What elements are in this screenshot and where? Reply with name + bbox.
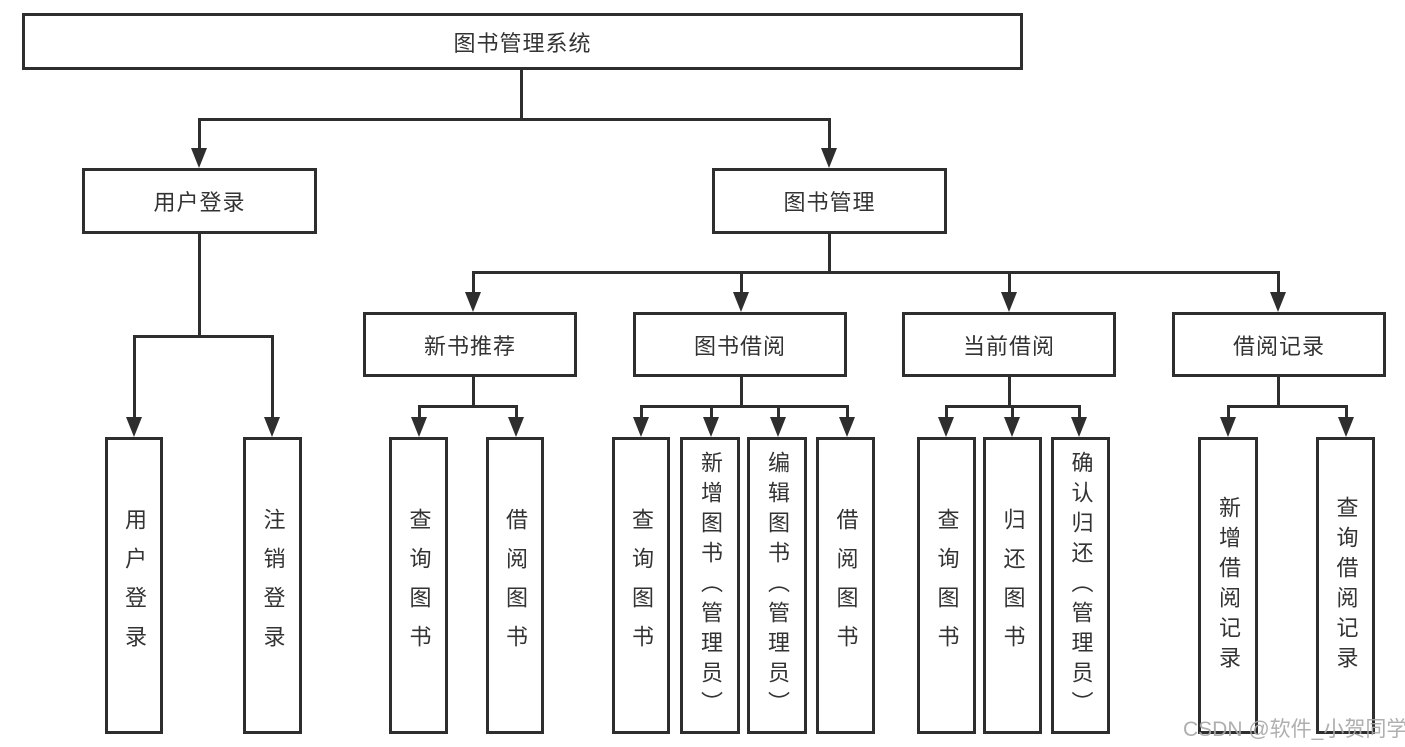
edge-rec-query-drop xyxy=(417,405,421,421)
leaf-cb-return-books: 归还图书 xyxy=(983,437,1042,734)
edge-user-login-bus xyxy=(132,335,274,338)
edge-new-book-rec-stem xyxy=(471,377,475,408)
edge-current-borrow-stem xyxy=(1007,377,1011,408)
leaf-rec-borrow-books: 借阅图书 xyxy=(486,437,544,734)
node-book-management-label: 图书管理 xyxy=(783,190,876,215)
edge-book-borrow-bus xyxy=(639,405,849,408)
leaf-logout-label: 注销登录 xyxy=(260,507,286,664)
edge-level3-bus xyxy=(471,271,1280,274)
edge-bb-edit-drop xyxy=(776,405,780,421)
arrowhead-leaf-user-login xyxy=(126,417,142,437)
arrowhead-rec-query xyxy=(411,417,427,437)
leaf-br-add-record-label: 新增借阅记录 xyxy=(1216,495,1241,676)
node-new-book-rec: 新书推荐 xyxy=(363,312,577,377)
leaf-br-query-record-label: 查询借阅记录 xyxy=(1333,495,1359,676)
leaf-user-login-label: 用户登录 xyxy=(122,507,147,664)
edge-new-book-rec-drop xyxy=(471,271,475,296)
edge-leaf-user-login-drop xyxy=(132,335,136,421)
arrowhead-rec-borrow xyxy=(508,417,524,437)
leaf-br-add-record: 新增借阅记录 xyxy=(1198,437,1258,734)
leaf-cb-confirm-return-label: 确认归还（管理员） xyxy=(1068,450,1094,721)
arrowhead-bb-edit xyxy=(770,417,786,437)
edge-book-borrow-drop xyxy=(739,271,743,296)
node-root: 图书管理系统 xyxy=(22,13,1023,70)
leaf-bb-borrow-books-label: 借阅图书 xyxy=(833,507,859,664)
arrowhead-cb-return xyxy=(1004,417,1020,437)
edge-br-query-drop xyxy=(1344,405,1348,421)
edge-cb-return-drop xyxy=(1010,405,1014,421)
edge-br-add-drop xyxy=(1226,405,1230,421)
node-book-borrow-label: 图书借阅 xyxy=(693,333,786,359)
node-borrow-records: 借阅记录 xyxy=(1172,312,1386,377)
leaf-br-query-record: 查询借阅记录 xyxy=(1316,437,1375,734)
leaf-bb-add-books-label: 新增图书（管理员） xyxy=(698,450,723,721)
leaf-bb-edit-books: 编辑图书（管理员） xyxy=(747,437,807,734)
edge-leaf-logout-drop xyxy=(270,335,274,421)
leaf-cb-confirm-return: 确认归还（管理员） xyxy=(1051,437,1110,734)
leaf-logout: 注销登录 xyxy=(243,437,302,734)
edge-borrow-records-drop xyxy=(1276,271,1280,296)
arrowhead-book-borrow xyxy=(733,292,749,312)
node-root-label: 图书管理系统 xyxy=(453,30,592,56)
arrowhead-cb-query xyxy=(938,417,954,437)
edge-bb-borrow-drop xyxy=(845,405,849,421)
arrowhead-current-borrow xyxy=(1001,292,1017,312)
edge-user-login-stem xyxy=(197,233,201,338)
leaf-bb-edit-books-label: 编辑图书（管理员） xyxy=(765,450,790,721)
node-borrow-records-label: 借阅记录 xyxy=(1232,333,1325,359)
arrowhead-cb-confirm xyxy=(1071,417,1087,437)
leaf-bb-add-books: 新增图书（管理员） xyxy=(680,437,740,734)
edge-new-book-rec-bus xyxy=(417,405,518,408)
leaf-cb-query-books: 查询图书 xyxy=(917,437,976,734)
edge-book-management-drop xyxy=(827,118,831,152)
edge-bb-add-drop xyxy=(709,405,713,421)
node-current-borrow-label: 当前借阅 xyxy=(962,333,1055,359)
edge-user-login-drop xyxy=(197,118,201,152)
node-new-book-rec-label: 新书推荐 xyxy=(423,333,516,359)
edge-cb-query-drop xyxy=(944,405,948,421)
node-current-borrow: 当前借阅 xyxy=(902,312,1116,377)
node-book-borrow: 图书借阅 xyxy=(633,312,847,377)
edge-borrow-records-stem xyxy=(1276,377,1280,408)
edge-borrow-records-bus xyxy=(1226,405,1348,408)
node-user-login-label: 用户登录 xyxy=(153,190,246,215)
arrowhead-book-management xyxy=(821,148,837,168)
arrowhead-leaf-logout xyxy=(264,417,280,437)
arrowhead-borrow-records xyxy=(1270,292,1286,312)
leaf-user-login: 用户登录 xyxy=(105,437,163,734)
edge-cb-confirm-drop xyxy=(1077,405,1081,421)
node-user-login: 用户登录 xyxy=(82,168,317,234)
edge-rec-borrow-drop xyxy=(514,405,518,421)
arrowhead-bb-query xyxy=(633,417,649,437)
arrowhead-bb-borrow xyxy=(839,417,855,437)
arrowhead-br-add xyxy=(1220,417,1236,437)
arrowhead-bb-add xyxy=(703,417,719,437)
leaf-rec-query-books: 查询图书 xyxy=(389,437,448,734)
edge-book-management-stem xyxy=(827,233,831,274)
edge-current-borrow-drop xyxy=(1007,271,1011,296)
leaf-cb-query-books-label: 查询图书 xyxy=(934,507,960,664)
leaf-bb-borrow-books: 借阅图书 xyxy=(816,437,875,734)
edge-book-borrow-stem xyxy=(739,377,743,408)
arrowhead-new-book-rec xyxy=(465,292,481,312)
leaf-rec-borrow-books-label: 借阅图书 xyxy=(503,507,528,664)
arrowhead-br-query xyxy=(1338,417,1354,437)
edge-bb-query-drop xyxy=(639,405,643,421)
leaf-bb-query-books: 查询图书 xyxy=(612,437,670,734)
arrowhead-user-login xyxy=(191,148,207,168)
leaf-cb-return-books-label: 归还图书 xyxy=(1000,507,1026,664)
node-book-management: 图书管理 xyxy=(712,168,947,234)
leaf-rec-query-books-label: 查询图书 xyxy=(406,507,432,664)
edge-level2-bus xyxy=(197,118,831,121)
leaf-bb-query-books-label: 查询图书 xyxy=(629,507,654,664)
edge-root-stem xyxy=(519,69,523,120)
csdn-watermark: CSDN @软件_小贺同学 xyxy=(1183,718,1405,741)
